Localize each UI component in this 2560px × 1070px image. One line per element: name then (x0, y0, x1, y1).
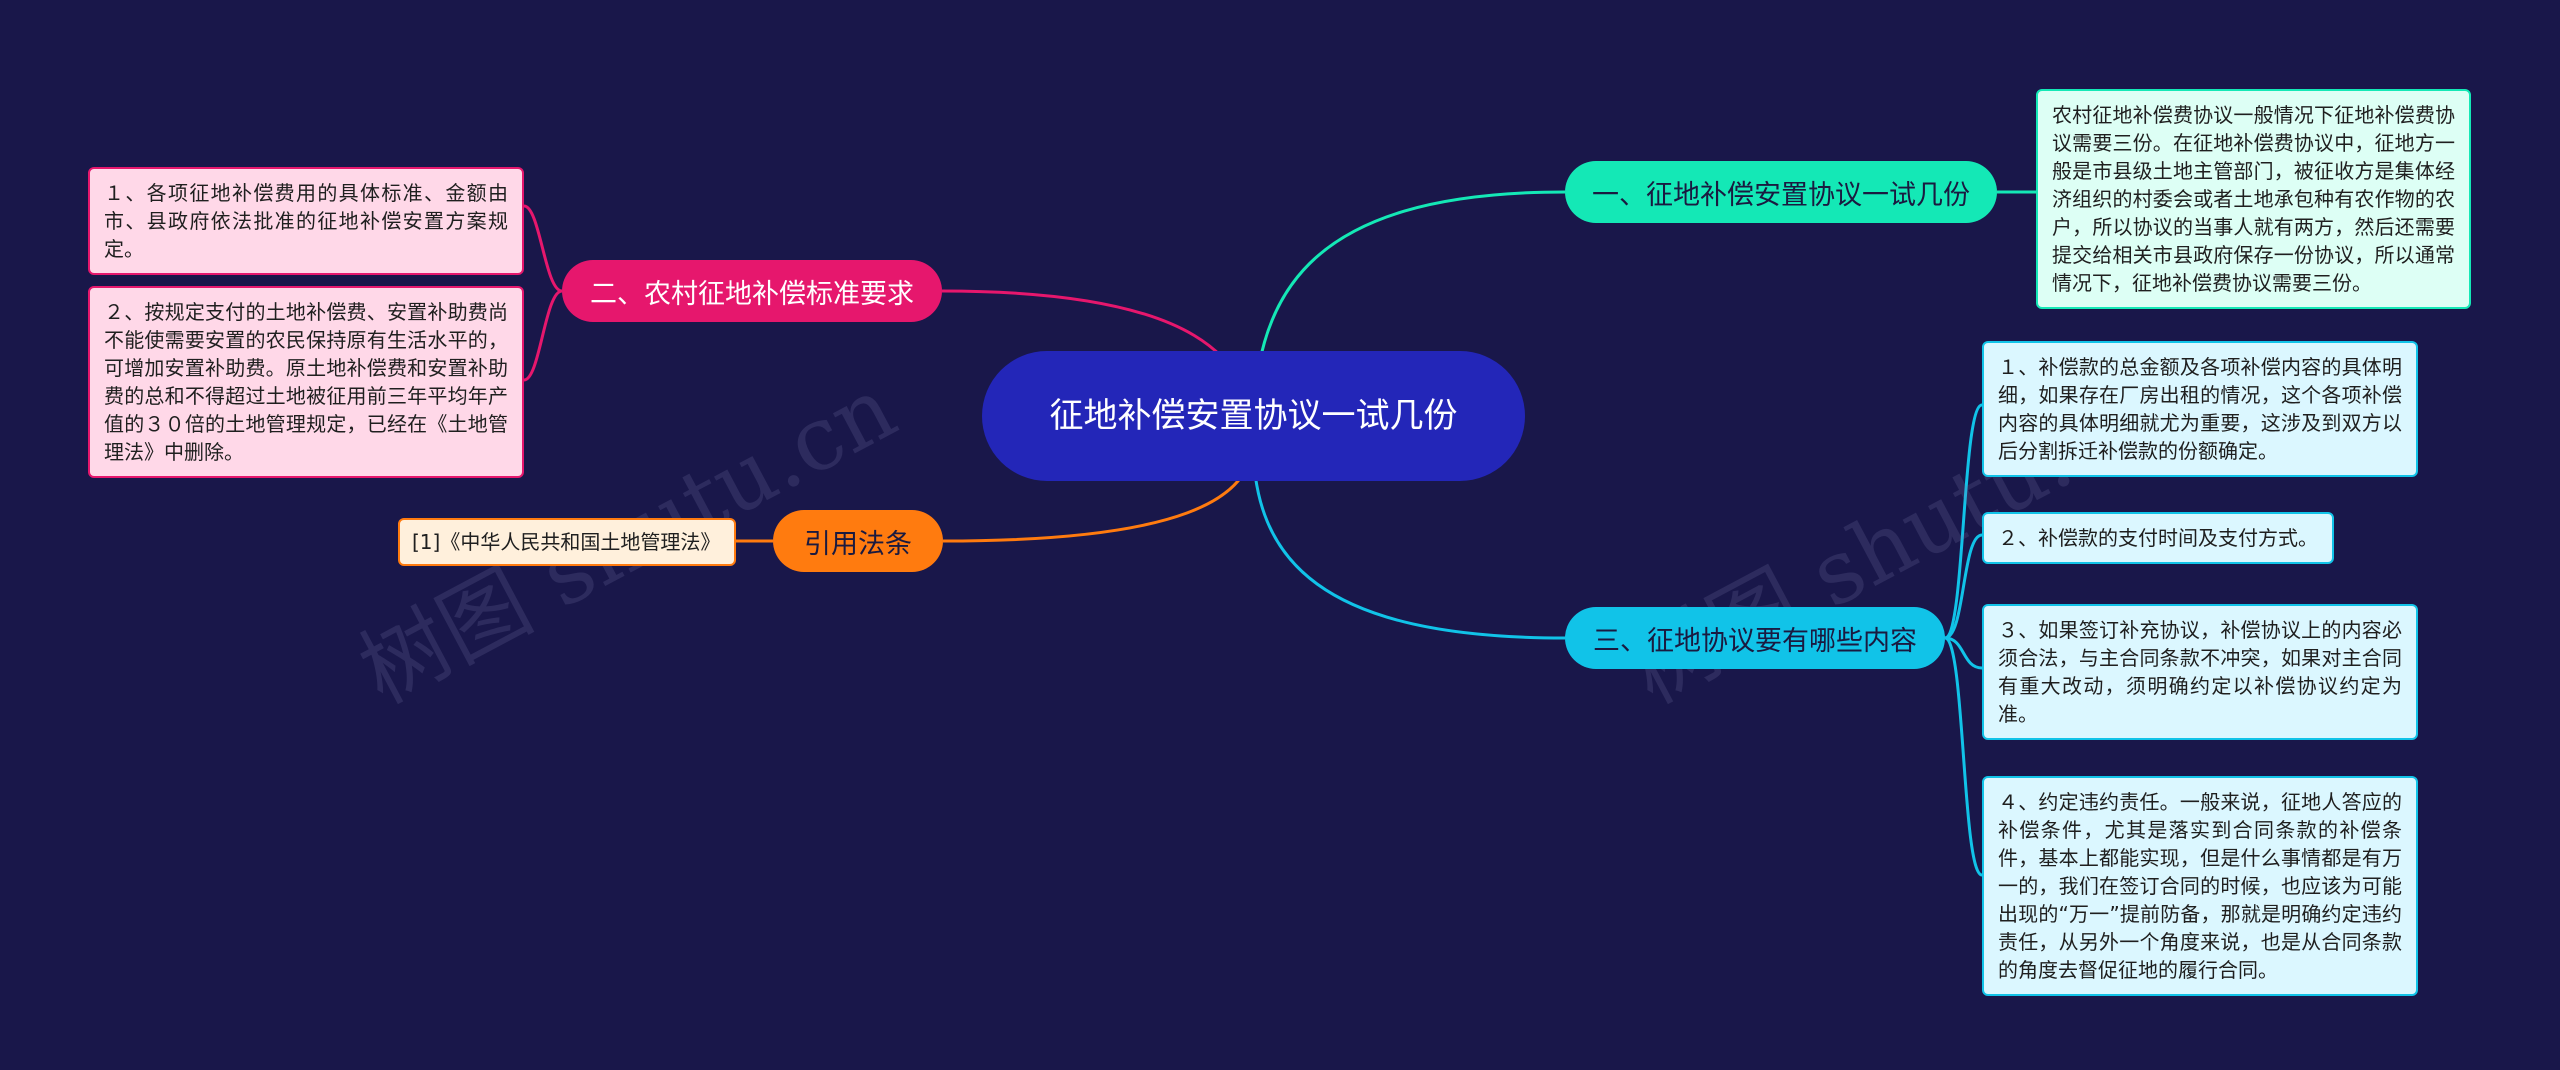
connector-center-branch4 (1251, 439, 1566, 640)
leaf-note[interactable]: ３、如果签订补充协议，补偿协议上的内容必须合法，与主合同条款不冲突，如果对主合同… (1982, 604, 2418, 740)
leaf-note[interactable]: １、各项征地补偿费用的具体标准、金额由市、县政府依法批准的征地补偿安置方案规定。 (88, 167, 524, 275)
leaf-note[interactable]: ４、约定违约责任。一般来说，征地人答应的补偿条件，尤其是落实到合同条款的补偿条件… (1982, 776, 2418, 996)
leaf-note[interactable]: １、补偿款的总金额及各项补偿内容的具体明细，如果存在厂房出租的情况，这个各项补偿… (1982, 341, 2418, 477)
connector-branch4-leaf4 (1944, 636, 1983, 877)
connector-branch4-leaf2 (1944, 533, 1983, 640)
connector-branch2-leaf1 (523, 204, 563, 293)
branch-topic-label: 引用法条 (804, 528, 912, 560)
branch-topic-4[interactable]: 三、征地协议要有哪些内容 (1565, 607, 1945, 669)
branch-topic-1[interactable]: 一、征地补偿安置协议一试几份 (1565, 161, 1997, 223)
central-topic-label: 征地补偿安置协议一试几份 (1049, 396, 1458, 436)
leaf-note[interactable]: ２、补偿款的支付时间及支付方式。 (1982, 512, 2334, 564)
branch-topic-2[interactable]: 二、农村征地补偿标准要求 (562, 260, 942, 322)
connector-branch4-leaf3 (1944, 636, 1983, 670)
connector-branch4-leaf1 (1944, 403, 1983, 640)
branch-topic-label: 二、农村征地补偿标准要求 (590, 278, 914, 310)
branch-topic-label: 一、征地补偿安置协议一试几份 (1592, 179, 1970, 211)
branch-topic-3[interactable]: 引用法条 (773, 510, 943, 572)
central-topic[interactable]: 征地补偿安置协议一试几份 (982, 351, 1525, 481)
branch-topic-label: 三、征地协议要有哪些内容 (1593, 625, 1917, 657)
leaf-note[interactable]: ２、按规定支付的土地补偿费、安置补助费尚不能使需要安置的农民保持原有生活水平的，… (88, 286, 524, 478)
leaf-note[interactable]: [1]《中华人民共和国土地管理法》 (398, 518, 736, 566)
leaf-note[interactable]: 农村征地补偿费协议一般情况下征地补偿费协议需要三份。在征地补偿费协议中，征地方一… (2036, 89, 2471, 309)
connector-branch2-leaf2 (523, 289, 563, 382)
